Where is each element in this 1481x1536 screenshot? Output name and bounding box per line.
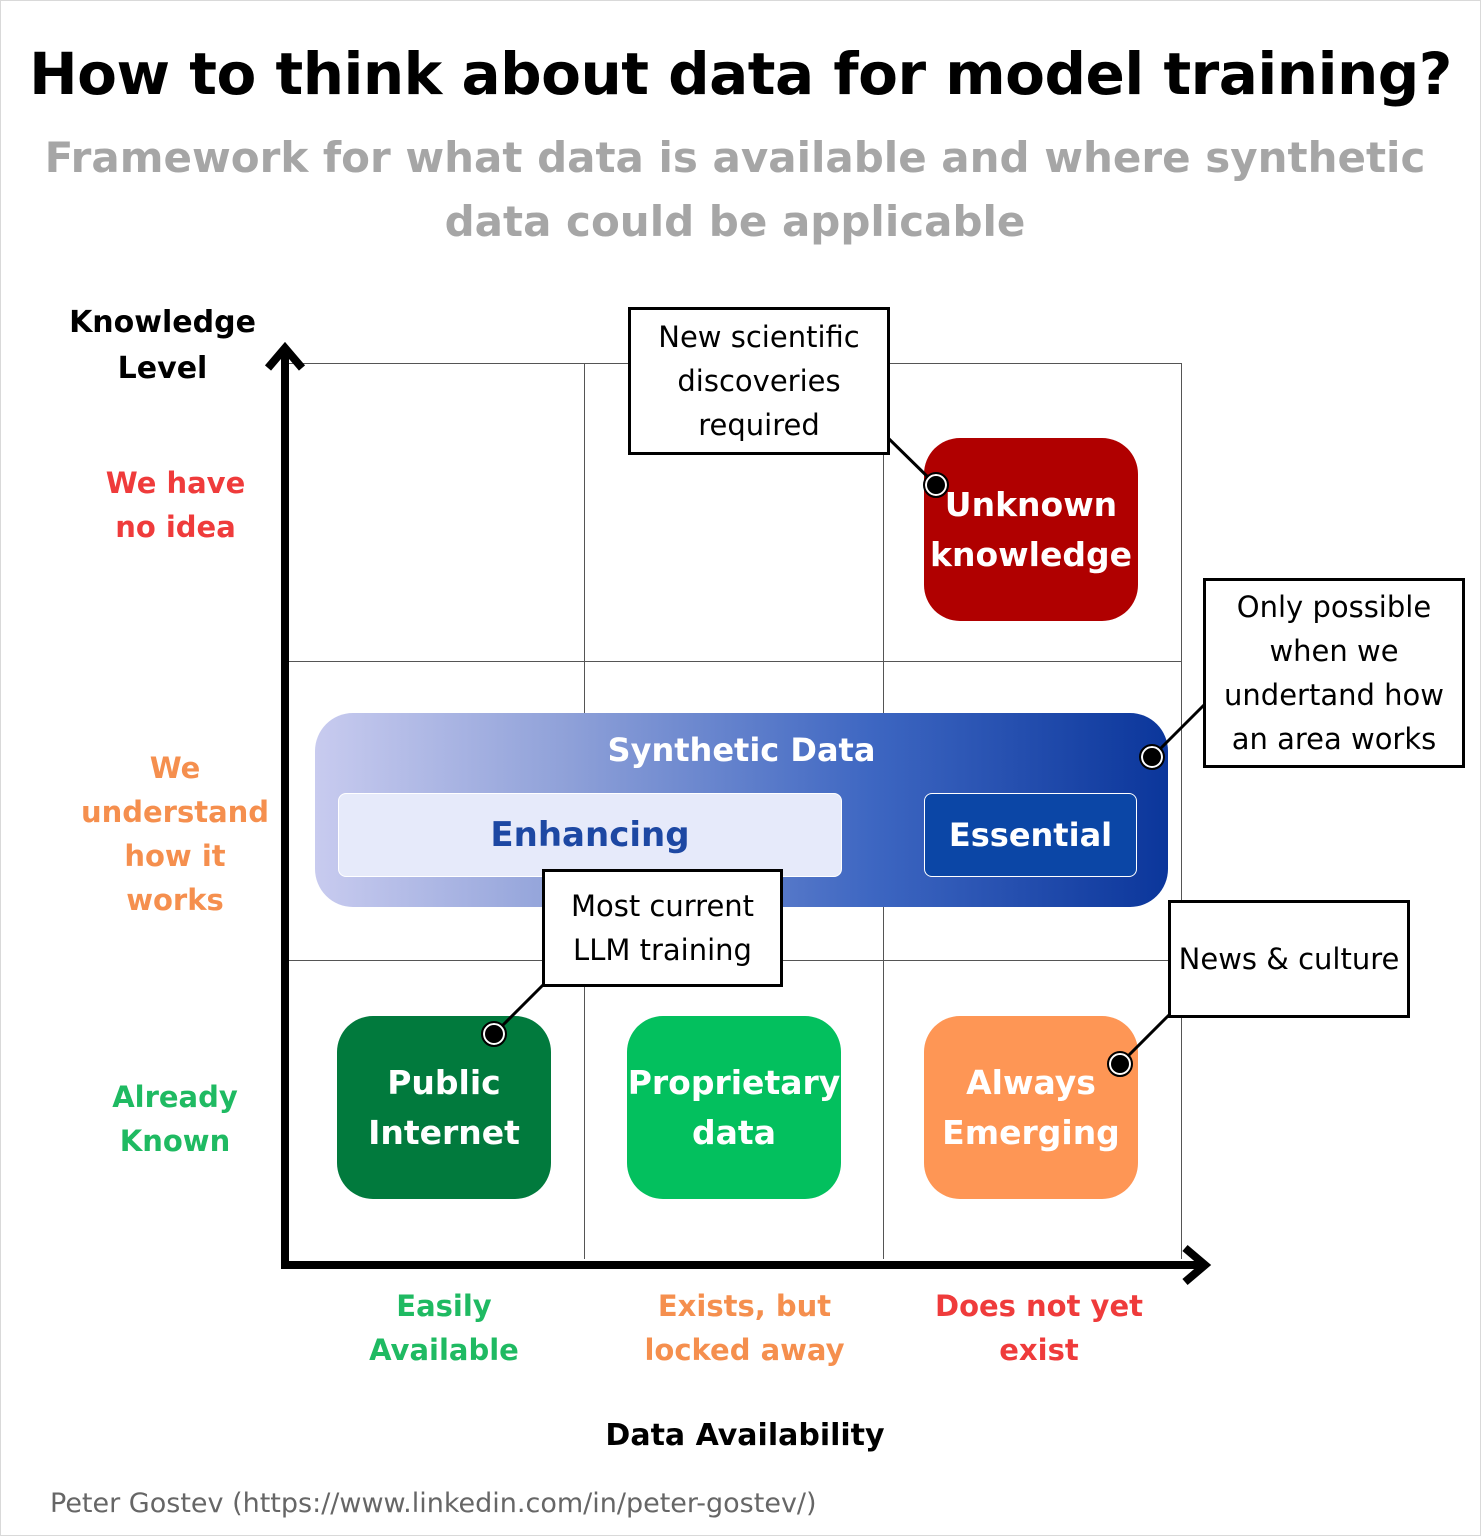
page-subtitle: Framework for what data is available and… — [44, 133, 1426, 246]
tile-always-emerging: Always Emerging — [924, 1016, 1138, 1199]
synthetic-data-title: Synthetic Data — [607, 731, 876, 769]
x-level-easily-available: Easily Available — [369, 1289, 519, 1367]
author-credit: Peter Gostev (https://www.linkedin.com/i… — [50, 1488, 817, 1519]
y-level-no-idea: We have no idea — [105, 466, 246, 544]
page-title: How to think about data for model traini… — [29, 40, 1452, 108]
x-level-not-yet-exist: Does not yet exist — [935, 1289, 1143, 1367]
callout-scientific-discoveries: New scientific discoveries required — [628, 307, 890, 455]
y-level-known: Already Known — [112, 1080, 238, 1158]
grid-line — [288, 661, 1182, 662]
grid-line — [1181, 363, 1182, 1259]
y-level-understand: We understand how it works — [80, 751, 270, 917]
x-axis-title: Data Availability — [605, 1418, 885, 1453]
essential-box: Essential — [924, 793, 1137, 877]
tile-proprietary-data: Proprietary data — [627, 1016, 841, 1199]
callout-llm-training: Most current LLM training — [542, 869, 783, 987]
x-level-locked-away: Exists, but locked away — [644, 1289, 845, 1367]
tile-unknown-knowledge: Unknown knowledge — [924, 438, 1138, 621]
y-axis-title: Knowledge Level — [69, 305, 256, 386]
callout-news-culture: News & culture — [1168, 900, 1410, 1018]
callout-only-possible: Only possible when we undertand how an a… — [1203, 578, 1465, 768]
tile-public-internet: Public Internet — [337, 1016, 551, 1199]
